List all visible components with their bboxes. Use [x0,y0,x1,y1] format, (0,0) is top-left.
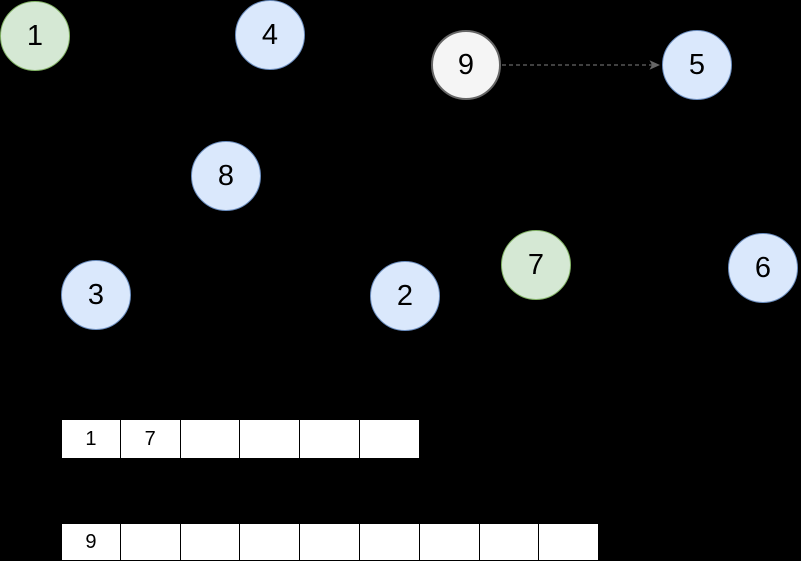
array-row-2-cell-1[interactable] [120,523,181,561]
arrowhead-icon [649,60,660,70]
graph-node-6[interactable]: 6 [728,233,798,303]
cell-value: 9 [85,531,97,553]
node-label: 7 [527,248,545,281]
node-label: 4 [261,18,279,51]
node-label: 9 [457,48,475,81]
node-label: 2 [396,279,414,312]
node-label: 1 [26,19,44,52]
array-row-1-cell-0[interactable]: 1 [61,419,121,459]
node-label: 6 [754,251,772,284]
graph-node-3[interactable]: 3 [61,260,131,330]
graph-node-7[interactable]: 7 [501,230,571,300]
node-label: 3 [87,278,105,311]
array-row-1-cell-2[interactable] [180,419,241,459]
array-row-2-cell-0[interactable]: 9 [61,523,121,561]
graph-node-1[interactable]: 1 [0,1,70,71]
array-row-1-cell-3[interactable] [240,419,301,459]
array-row-2-cell-4[interactable] [300,523,360,561]
array-row-1-cell-5[interactable] [359,419,420,459]
array-row-1-cell-1[interactable]: 7 [120,419,181,459]
graph-node-9[interactable]: 9 [431,30,501,100]
array-row-2-cell-7[interactable] [479,523,540,561]
array-row-2-cell-6[interactable] [419,523,480,561]
array-row-2-cell-5[interactable] [359,523,420,561]
node-label: 5 [688,48,706,81]
graph-node-8[interactable]: 8 [191,141,261,211]
cell-value: 7 [144,428,156,450]
edge-9-to-5[interactable] [502,60,660,70]
array-row-2: 9 [61,523,600,561]
array-row-2-cell-3[interactable] [240,523,301,561]
cell-value: 1 [85,428,97,450]
array-row-1-cell-4[interactable] [300,419,360,459]
graph-node-4[interactable]: 4 [235,0,305,70]
array-row-2-cell-8[interactable] [539,523,600,561]
array-row-2-cell-2[interactable] [180,523,241,561]
node-label: 8 [217,159,235,192]
graph-node-2[interactable]: 2 [370,261,440,331]
graph-node-5[interactable]: 5 [662,30,732,100]
